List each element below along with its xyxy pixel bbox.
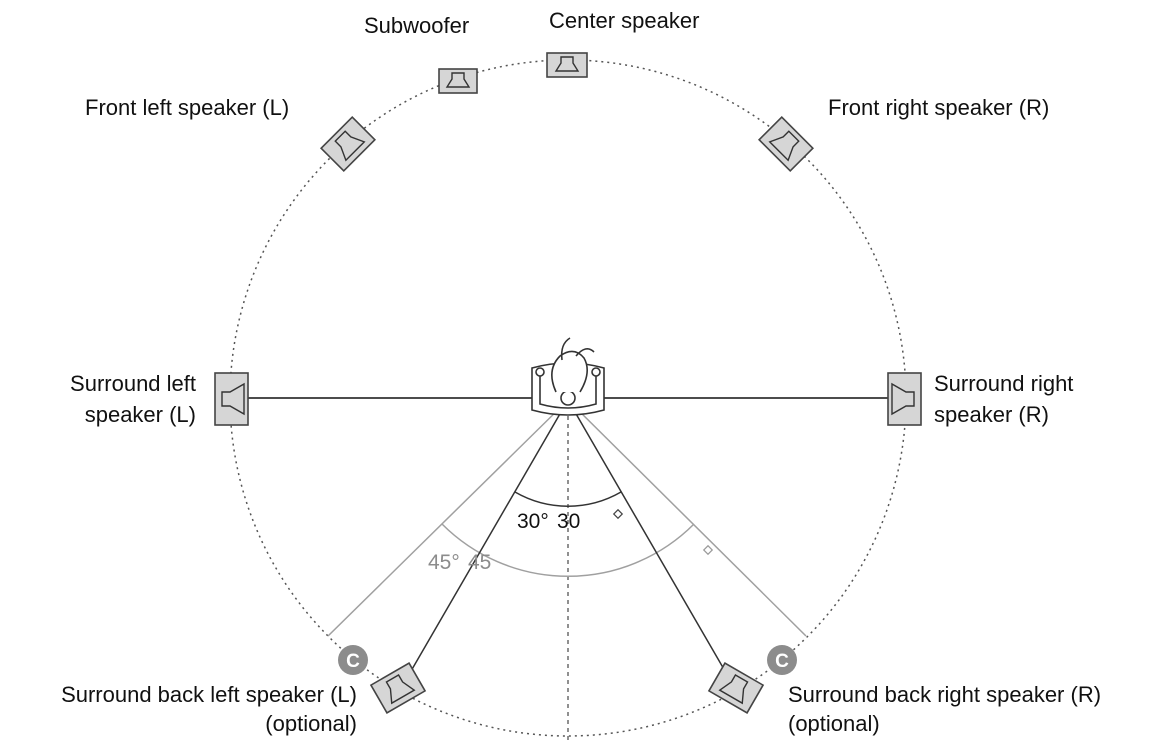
surround-back-right-speaker-icon (707, 662, 765, 714)
surround-right-label-line1: Surround right (934, 371, 1073, 396)
front-left-speaker-label: Front left speaker (L) (85, 95, 289, 120)
subwoofer-label: Subwoofer (364, 13, 469, 38)
angle-30-right-label: 30 (557, 510, 580, 533)
badge-c-left-text: C (346, 651, 360, 672)
angle-arc-30 (514, 491, 622, 507)
badge-c-left: C (338, 645, 368, 675)
front-right-speaker-label: Front right speaker (R) (828, 95, 1049, 120)
angle-30-left-label: 30° (517, 510, 549, 533)
surround-back-right-label-line1: Surround back right speaker (R) (788, 682, 1101, 707)
surround-back-left-label-line1: Surround back left speaker (L) (61, 682, 357, 707)
angle-line-45-right (567, 399, 807, 637)
surround-back-right-label-line2: (optional) (788, 711, 880, 736)
angle-45-right-label: 45 (468, 551, 491, 574)
center-speaker-icon (546, 52, 588, 78)
surround-left-speaker-icon (214, 372, 249, 426)
front-right-speaker-icon (757, 115, 815, 173)
surround-left-label-line1: Surround left (70, 371, 196, 396)
line-to-back-left (399, 399, 569, 691)
line-to-back-right (567, 399, 737, 691)
listener-icon (531, 337, 605, 416)
badge-c-right-text: C (775, 651, 789, 672)
surround-left-label-line2: speaker (L) (85, 402, 196, 427)
angle-45-left-label: 45° (428, 551, 460, 574)
surround-back-left-label-line2: (optional) (265, 711, 357, 736)
angle-line-45-left (327, 399, 569, 637)
subwoofer-icon (438, 68, 478, 94)
surround-back-left-speaker-icon (369, 662, 427, 714)
badge-c-right: C (767, 645, 797, 675)
front-left-speaker-icon (319, 115, 377, 173)
angle-arc-45 (441, 523, 695, 578)
surround-right-label-line2: speaker (R) (934, 402, 1049, 427)
center-speaker-label: Center speaker (549, 8, 699, 33)
marker-diamond-outer (702, 544, 714, 556)
surround-right-speaker-icon (887, 372, 922, 426)
marker-diamond-inner (612, 508, 624, 520)
